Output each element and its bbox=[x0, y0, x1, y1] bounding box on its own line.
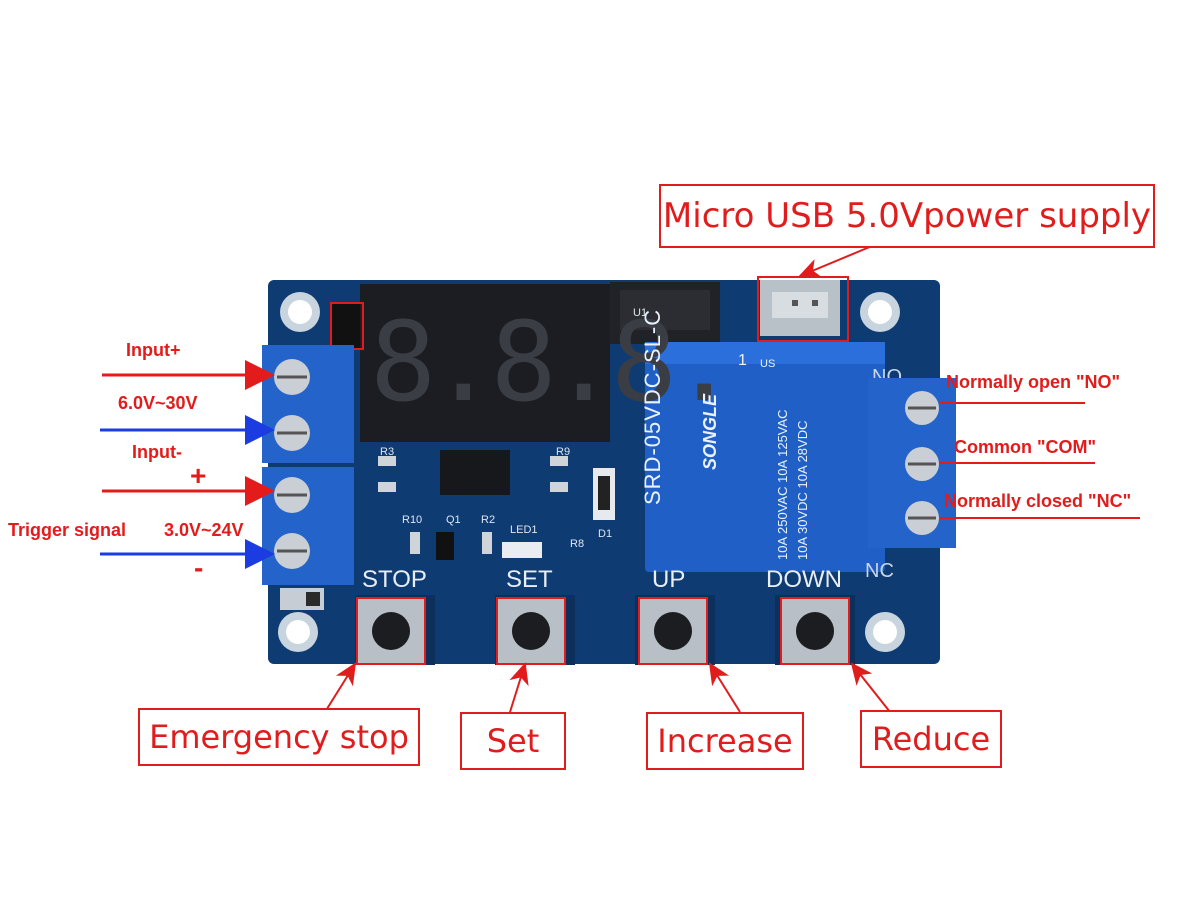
label-normally-open: Normally open "NO" bbox=[946, 372, 1121, 392]
label-input-minus: Input- bbox=[132, 442, 182, 462]
silk-r3: R3 bbox=[380, 446, 395, 458]
set-button[interactable] bbox=[496, 597, 566, 665]
silk-u1: U1 bbox=[633, 307, 648, 319]
silk-d1: D1 bbox=[598, 528, 613, 540]
silk-nc: NC bbox=[865, 560, 894, 582]
silk-stop-label: STOP bbox=[362, 566, 427, 593]
pointer-down bbox=[850, 662, 891, 713]
label-input-plus: Input+ bbox=[126, 340, 181, 360]
callout-usb-power: Micro USB 5.0Vpower supply bbox=[659, 184, 1155, 248]
callout-reduce: Reduce bbox=[860, 710, 1002, 768]
silk-r10: R10 bbox=[402, 514, 423, 526]
silk-r9: R9 bbox=[556, 446, 571, 458]
silk-set-label: SET bbox=[506, 566, 553, 593]
pointer-usb bbox=[798, 245, 873, 278]
silk-r8: R8 bbox=[570, 538, 585, 550]
relay-ul-mark: US bbox=[760, 358, 776, 370]
stop-button-cap bbox=[372, 612, 410, 650]
pointer-set bbox=[509, 662, 529, 713]
label-trigger-plus: + bbox=[190, 460, 207, 491]
set-button-cap bbox=[512, 612, 550, 650]
label-normally-closed: Normally closed "NC" bbox=[944, 491, 1132, 511]
up-button[interactable] bbox=[638, 597, 708, 665]
input-terminal-block bbox=[262, 345, 354, 585]
stop-button[interactable] bbox=[356, 597, 426, 665]
silk-down-label: DOWN bbox=[766, 566, 842, 593]
label-common: Common "COM" bbox=[954, 437, 1097, 457]
callout-set: Set bbox=[460, 712, 566, 770]
callout-emergency-stop: Emergency stop bbox=[138, 708, 420, 766]
label-trigger-range: 3.0V~24V bbox=[164, 520, 244, 540]
silk-up-label: UP bbox=[652, 566, 686, 593]
callout-increase: Increase bbox=[646, 712, 804, 770]
label-trigger-signal: Trigger signal bbox=[8, 520, 127, 540]
pointer-stop bbox=[324, 662, 357, 713]
label-trigger-minus: - bbox=[194, 552, 204, 583]
up-button-cap bbox=[654, 612, 692, 650]
pcb-board bbox=[268, 280, 940, 665]
label-voltage-range: 6.0V~30V bbox=[118, 393, 198, 413]
silk-led1: LED1 bbox=[510, 524, 538, 536]
relay-pin-label: 1 bbox=[738, 352, 747, 369]
silk-q1: Q1 bbox=[446, 514, 461, 526]
down-button[interactable] bbox=[780, 597, 850, 665]
down-button-cap bbox=[796, 612, 834, 650]
silk-r2: R2 bbox=[481, 514, 496, 526]
pointer-up bbox=[708, 662, 741, 713]
